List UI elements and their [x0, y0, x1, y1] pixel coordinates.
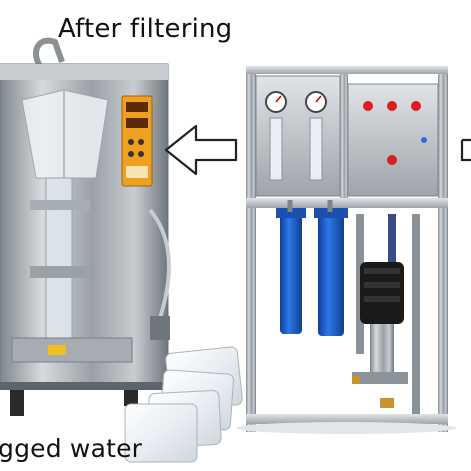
ro-filter-system: [236, 66, 456, 434]
frame-base: [246, 414, 448, 424]
display-2: [126, 118, 148, 128]
red-button: [363, 101, 373, 111]
red-button: [387, 101, 397, 111]
sealer-bar: [30, 200, 90, 210]
indicator-light: [421, 137, 427, 143]
panel-button: [128, 139, 134, 145]
outlet-chute: [150, 316, 170, 340]
filter-housing: [280, 212, 302, 334]
panel-label: [126, 166, 148, 178]
machine-top-trim: [0, 64, 168, 80]
panel-button: [128, 151, 134, 157]
flow-meter: [309, 117, 323, 181]
pipe: [388, 214, 396, 274]
valve: [380, 398, 394, 408]
machine-foot: [124, 390, 138, 406]
flow-meter: [269, 117, 283, 181]
bottom-caption: gged water: [0, 434, 143, 463]
frame-top: [246, 66, 448, 74]
top-caption: After filtering: [58, 14, 233, 44]
water-sachets: [124, 346, 243, 463]
feed-pipe: [33, 37, 65, 68]
sachet: [124, 403, 198, 463]
machine-foot: [10, 390, 24, 416]
pump-motor: [360, 262, 404, 324]
left-arrow-icon: [460, 138, 471, 162]
red-button: [411, 101, 421, 111]
lower-panel: [11, 337, 133, 363]
frame-post: [438, 70, 448, 432]
pipe: [412, 214, 420, 414]
filter-housing: [318, 212, 344, 336]
packing-machine: [0, 37, 171, 416]
frame-shelf: [246, 198, 448, 208]
panel-button: [138, 151, 144, 157]
panel-button: [138, 139, 144, 145]
red-button: [387, 155, 397, 165]
side-hose: [148, 208, 171, 319]
display-1: [126, 102, 148, 112]
warning-label: [48, 345, 66, 355]
pump-body: [370, 324, 394, 374]
left-arrow-icon: [164, 124, 238, 176]
sealer-bar-lower: [30, 266, 90, 278]
frame-post: [246, 70, 256, 432]
